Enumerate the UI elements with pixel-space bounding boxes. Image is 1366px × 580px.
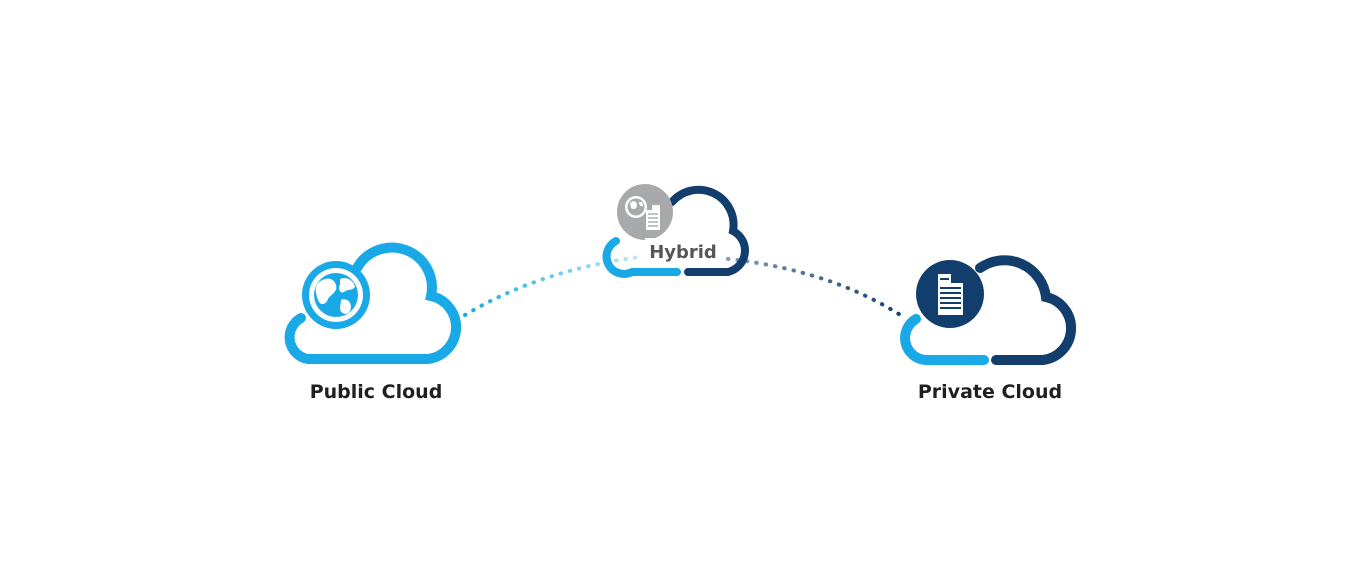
hybrid-label: Hybrid [649, 242, 717, 263]
private-cloud-outline-blue [900, 314, 989, 365]
globe-building-icon [617, 184, 673, 240]
hybrid-cloud-outline-dark [668, 185, 749, 276]
public-cloud-label: Public Cloud [310, 381, 443, 403]
private-cloud-node: Private Cloud [900, 255, 1077, 403]
public-cloud-outline-left [284, 313, 313, 364]
public-cloud-outline [303, 242, 462, 364]
hybrid-cloud-node: Hybrid [602, 184, 749, 278]
building-icon [916, 260, 984, 328]
globe-icon [302, 261, 370, 329]
private-cloud-label: Private Cloud [918, 381, 1062, 403]
public-cloud-node: Public Cloud [284, 242, 462, 403]
private-cloud-outline-dark [975, 255, 1077, 365]
hybrid-cloud-outline-blue [602, 237, 681, 278]
connector-public-hybrid [463, 255, 642, 317]
connector-hybrid-private [688, 254, 907, 320]
